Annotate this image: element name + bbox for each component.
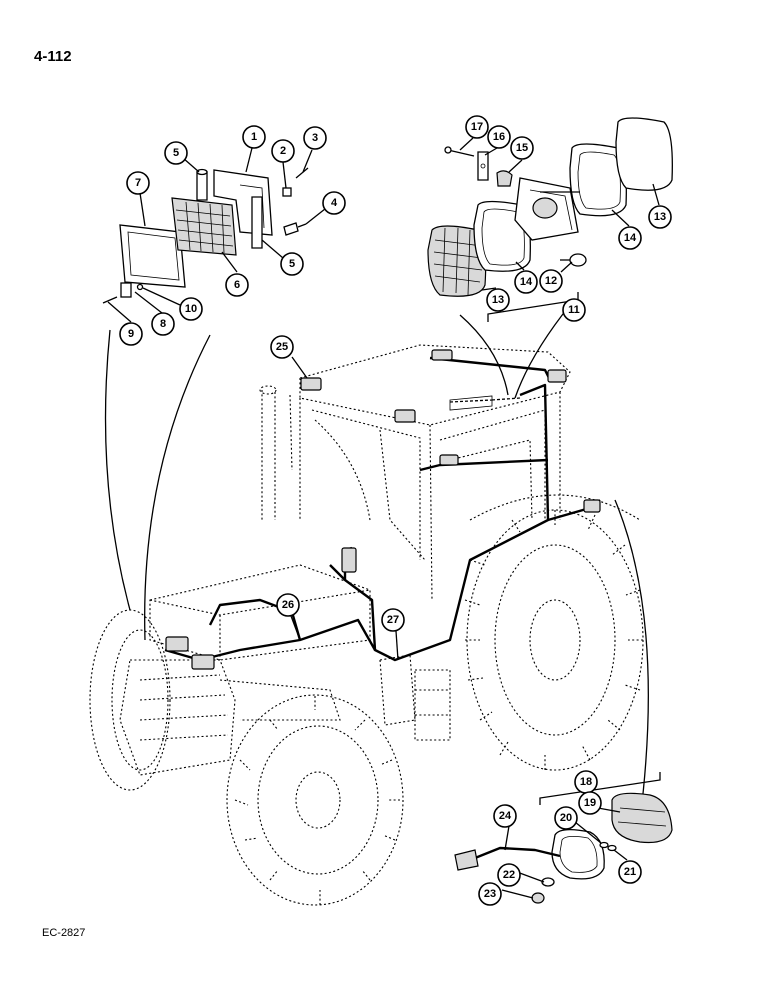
tractor-lamps [165, 349, 601, 670]
svg-text:10: 10 [185, 303, 197, 315]
svg-text:14: 14 [624, 232, 637, 244]
callout-13-right: 13 [648, 205, 672, 229]
svg-text:3: 3 [312, 132, 318, 144]
callout-10: 10 [179, 297, 203, 321]
callout-7: 7 [126, 171, 150, 195]
callouts [107, 137, 660, 899]
svg-text:15: 15 [516, 142, 528, 154]
callout-17: 17 [465, 115, 489, 139]
svg-text:26: 26 [282, 599, 294, 611]
svg-text:1: 1 [251, 131, 257, 143]
callout-19: 19 [578, 791, 602, 815]
callout-11: 11 [562, 298, 586, 322]
callout-23: 23 [478, 882, 502, 906]
svg-text:4: 4 [331, 197, 338, 209]
svg-text:13: 13 [654, 211, 666, 223]
callout-12: 12 [539, 269, 563, 293]
callout-26: 26 [276, 593, 300, 617]
svg-text:11: 11 [568, 304, 580, 316]
callout-20: 20 [554, 806, 578, 830]
callout-14-left: 14 [514, 270, 538, 294]
svg-text:21: 21 [624, 866, 636, 878]
svg-text:5: 5 [289, 258, 295, 270]
svg-text:5: 5 [173, 147, 179, 159]
callout-13-left: 13 [486, 288, 510, 312]
svg-text:23: 23 [484, 888, 496, 900]
svg-text:2: 2 [280, 145, 286, 157]
svg-text:20: 20 [560, 812, 572, 824]
leader-lines [104, 304, 649, 821]
svg-text:27: 27 [387, 614, 399, 626]
figure-code: EC-2827 [42, 927, 86, 939]
callout-21: 21 [618, 860, 642, 884]
svg-text:12: 12 [545, 275, 557, 287]
svg-text:9: 9 [128, 328, 134, 340]
callout-5-upper: 5 [164, 141, 188, 165]
svg-text:14: 14 [520, 276, 533, 288]
callout-22: 22 [497, 863, 521, 887]
callout-1: 1 [242, 125, 266, 149]
page-number: 4-112 [34, 48, 72, 65]
callout-9: 9 [119, 322, 143, 346]
svg-text:7: 7 [135, 177, 141, 189]
svg-text:17: 17 [471, 121, 483, 133]
callout-4: 4 [322, 191, 346, 215]
svg-text:22: 22 [503, 869, 515, 881]
svg-text:19: 19 [584, 797, 596, 809]
svg-text:25: 25 [276, 341, 288, 353]
callout-16: 16 [487, 125, 511, 149]
svg-text:8: 8 [160, 318, 166, 330]
callout-18: 18 [574, 770, 598, 794]
tail-lamp-assembly [454, 772, 673, 904]
callout-6: 6 [225, 273, 249, 297]
callout-3: 3 [303, 126, 327, 150]
work-lamp-assembly [102, 167, 309, 304]
callout-15: 15 [510, 136, 534, 160]
callout-27: 27 [381, 608, 405, 632]
callout-5-lower: 5 [280, 252, 304, 276]
svg-text:6: 6 [234, 279, 240, 291]
svg-text:18: 18 [580, 776, 592, 788]
rear-lamp-assembly [427, 117, 673, 322]
svg-text:16: 16 [493, 131, 505, 143]
svg-text:24: 24 [499, 810, 512, 822]
callout-2: 2 [271, 139, 295, 163]
callout-24: 24 [493, 804, 517, 828]
svg-text:13: 13 [492, 294, 504, 306]
callout-14-right: 14 [618, 226, 642, 250]
callout-8: 8 [151, 312, 175, 336]
callout-25: 25 [270, 335, 294, 359]
